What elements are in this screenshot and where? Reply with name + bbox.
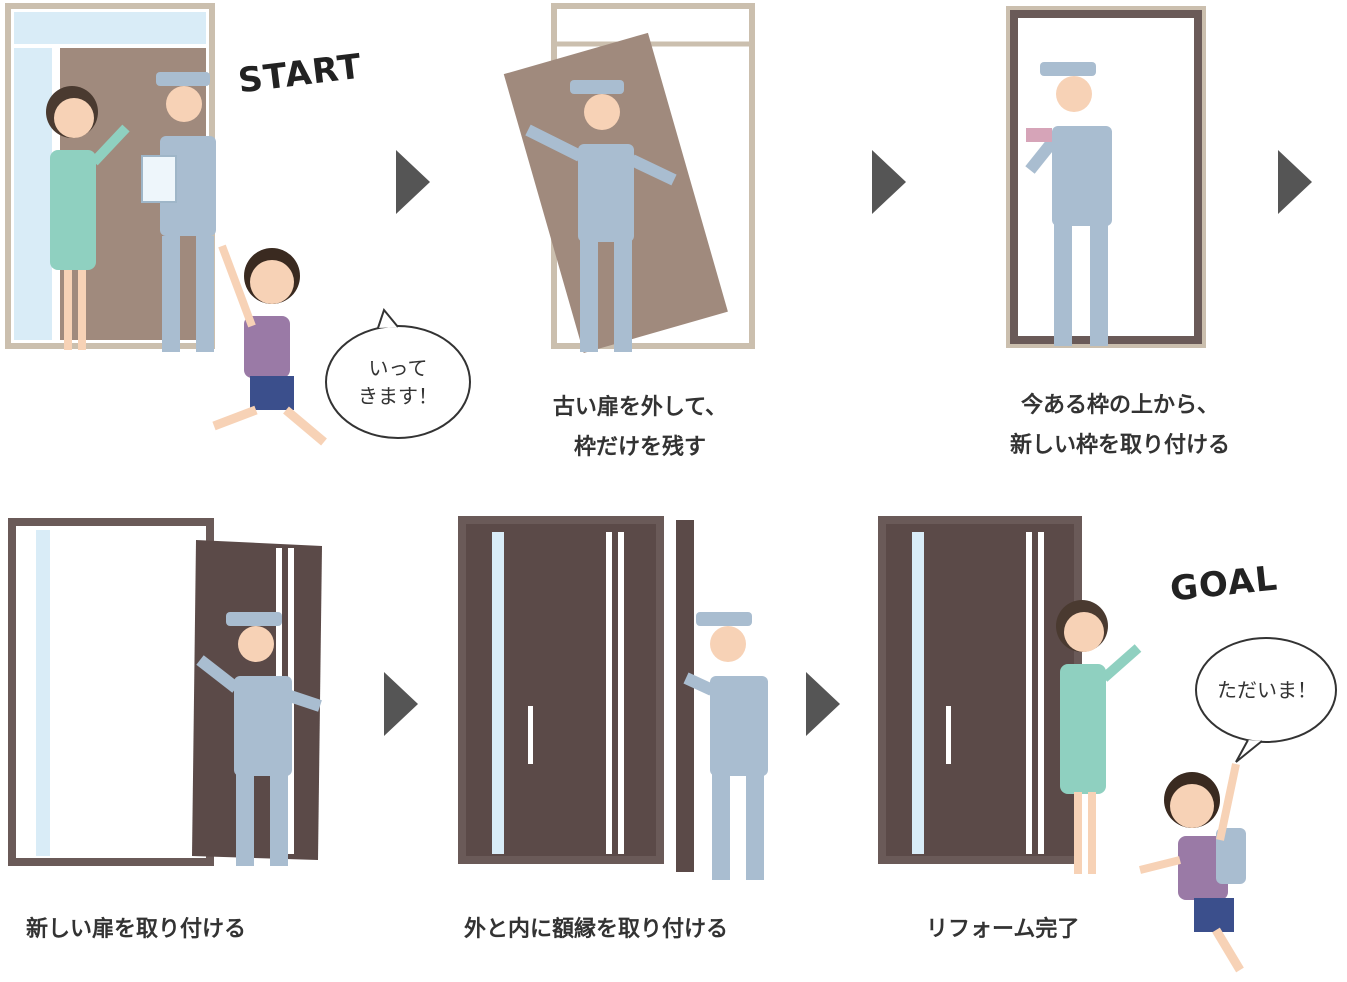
step-1-caption-line-1: 古い扉を外して、 bbox=[552, 395, 728, 420]
speech-bubble-returning: ただいま！ bbox=[1217, 678, 1317, 702]
remove-old-door-illustration bbox=[503, 3, 755, 353]
panel-step-3: 新しい扉を取り付ける bbox=[0, 500, 360, 970]
arrow-1 bbox=[396, 150, 430, 214]
speech-line-2: きます！ bbox=[358, 384, 438, 408]
speech-bubble-leaving: いって きます！ bbox=[340, 354, 456, 410]
arrow-4 bbox=[384, 672, 418, 736]
step-1-caption-line-2: 枠だけを残す bbox=[573, 435, 706, 460]
panel-step-4: 外と内に額縁を取り付ける bbox=[440, 500, 790, 970]
panel-step-1: 古い扉を外して、 枠だけを残す bbox=[480, 0, 810, 470]
step-4-caption: 外と内に額縁を取り付ける bbox=[464, 910, 728, 950]
step-2-caption-line-1: 今ある枠の上から、 bbox=[1020, 393, 1219, 418]
arrow-5 bbox=[806, 672, 840, 736]
step-3-caption-line-1: 新しい扉を取り付ける bbox=[26, 917, 247, 942]
arrow-3 bbox=[1278, 150, 1312, 214]
install-new-door-illustration bbox=[8, 518, 322, 866]
goal-illustration bbox=[878, 516, 1337, 973]
install-trim-illustration bbox=[458, 516, 768, 880]
panel-step-2: 今ある枠の上から、 新しい枠を取り付ける bbox=[940, 0, 1280, 470]
goal-caption: リフォーム完了 bbox=[926, 910, 1079, 950]
panel-goal: GOAL ただいま！ リフォーム完了 bbox=[860, 500, 1340, 980]
step-1-caption: 古い扉を外して、 枠だけを残す bbox=[490, 388, 790, 468]
start-illustration bbox=[5, 3, 471, 446]
speech-line-1: いって bbox=[368, 356, 428, 380]
step-3-caption: 新しい扉を取り付ける bbox=[26, 910, 246, 950]
arrow-2 bbox=[872, 150, 906, 214]
install-new-frame-illustration bbox=[1006, 6, 1206, 348]
step-2-caption: 今ある枠の上から、 新しい枠を取り付ける bbox=[960, 386, 1280, 466]
panel-start: START いって きます！ bbox=[0, 0, 480, 470]
step-2-caption-line-2: 新しい枠を取り付ける bbox=[1009, 433, 1230, 458]
step-4-caption-line-1: 外と内に額縁を取り付ける bbox=[464, 917, 729, 942]
goal-caption-line-1: リフォーム完了 bbox=[926, 917, 1080, 942]
